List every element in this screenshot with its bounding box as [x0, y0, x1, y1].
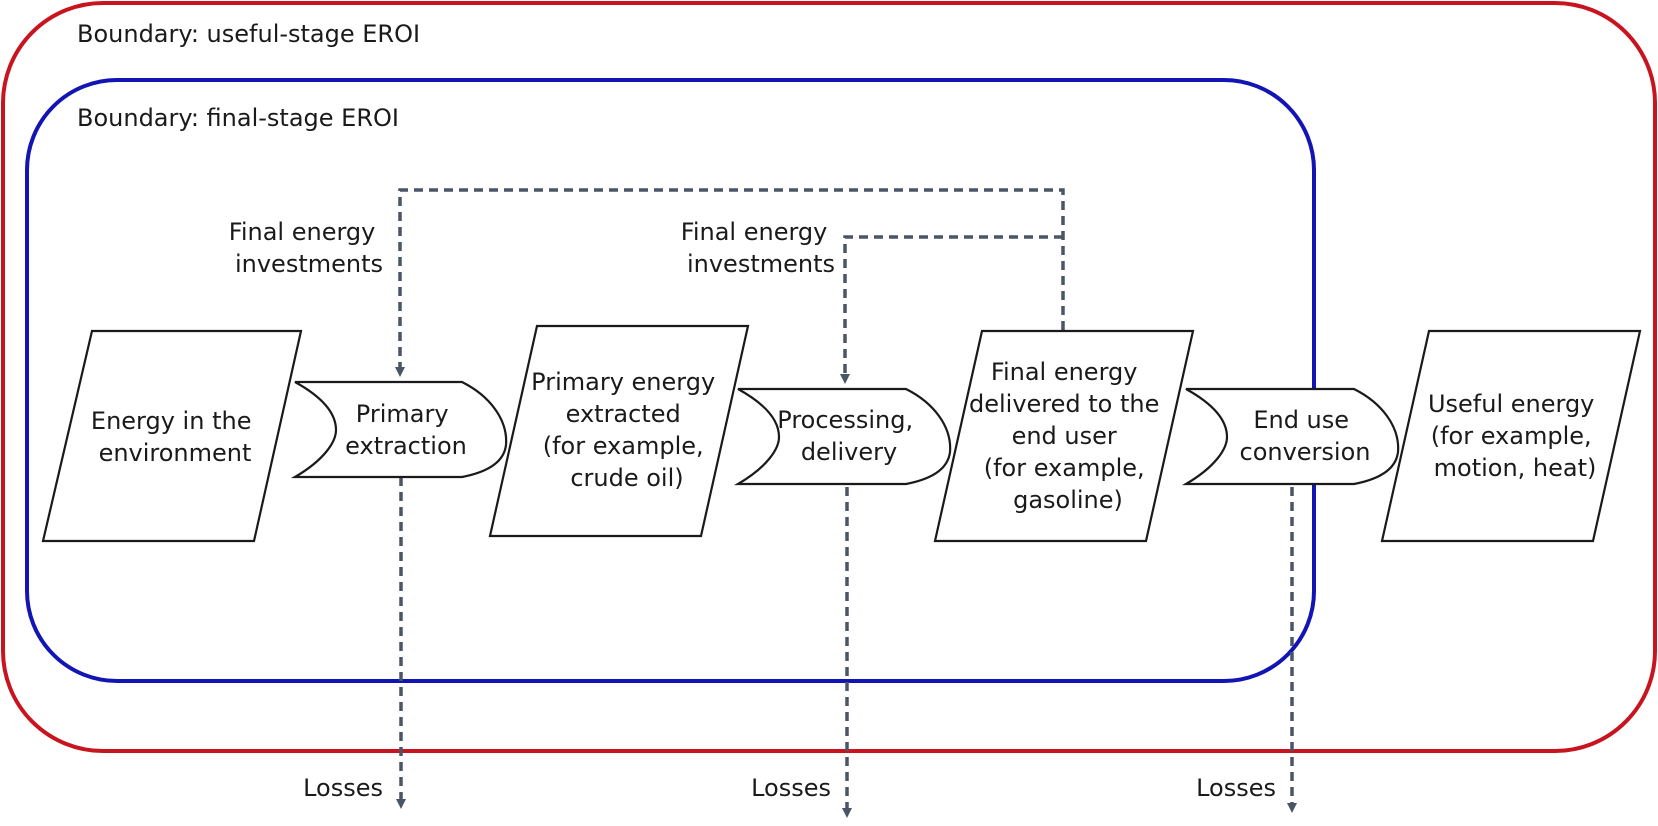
- primary-energy-box: [488, 324, 750, 538]
- processing-delivery-process: [733, 387, 952, 486]
- final-boundary-label: Boundary: final-stage EROI: [77, 104, 399, 132]
- investment-flow-to-processing: [840, 235, 1063, 384]
- end-use-conversion-label: End use conversion: [1240, 406, 1371, 466]
- investment-flow-to-extraction: [395, 188, 1065, 377]
- final-energy-label: Final energy delivered to the end user (…: [969, 358, 1167, 514]
- primary-extraction-label: Primary extraction: [345, 400, 467, 460]
- useful-energy-label: Useful energy (for example, motion, heat…: [1428, 390, 1602, 482]
- useful-boundary-label: Boundary: useful-stage EROI: [77, 20, 420, 48]
- final-stage-boundary: [25, 78, 1316, 683]
- primary-extraction-process: [290, 380, 508, 479]
- losses-label-processing: Losses: [751, 774, 831, 802]
- losses-label-conversion: Losses: [1196, 774, 1276, 802]
- losses-label-extraction: Losses: [303, 774, 383, 802]
- environment-energy-label: Energy in the environment: [91, 407, 259, 467]
- environment-energy-box: [41, 329, 303, 543]
- useful-stage-boundary: [1, 1, 1657, 753]
- processing-delivery-label: Processing, delivery: [777, 406, 920, 466]
- end-use-conversion-process: [1181, 387, 1400, 486]
- primary-energy-label: Primary energy extracted (for example, c…: [531, 368, 723, 492]
- investments-label-processing: Final energy investments: [681, 218, 835, 278]
- final-energy-box: [933, 329, 1195, 543]
- useful-energy-box: [1380, 329, 1642, 543]
- investments-label-extraction: Final energy investments: [229, 218, 383, 278]
